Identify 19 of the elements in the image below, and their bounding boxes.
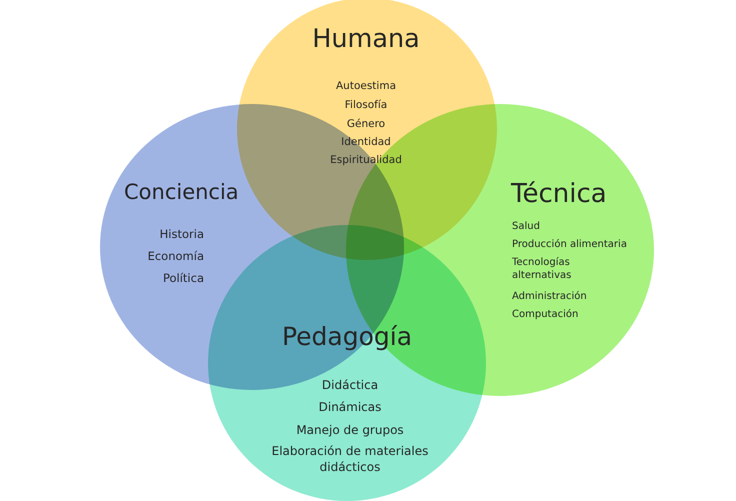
topic-text: Computación — [512, 308, 578, 321]
topic-text: Historia — [160, 227, 204, 242]
topic-text: Administración — [512, 290, 587, 303]
topic-text: Género — [346, 118, 386, 132]
topic-text: Elaboración de materiales didácticos — [270, 444, 430, 476]
circle-heading: Conciencia — [124, 180, 239, 206]
topic-text: Filosofía — [344, 99, 388, 113]
topic-text: Salud — [512, 220, 540, 233]
topic-text: Dinámicas — [318, 400, 382, 416]
circle-heading: Humana — [312, 24, 420, 55]
topic-text: Identidad — [341, 136, 391, 150]
topic-text: Tecnologías alternativas — [512, 256, 572, 282]
circle-heading: Técnica — [511, 179, 607, 210]
topic-text: Manejo de grupos — [296, 423, 404, 439]
topic-text: Política — [162, 271, 204, 286]
topic-text: Didáctica — [322, 378, 378, 394]
topic-text: Autoestima — [336, 80, 396, 94]
topic-text: Economía — [148, 249, 204, 264]
topic-text: Producción alimentaria — [512, 238, 627, 251]
